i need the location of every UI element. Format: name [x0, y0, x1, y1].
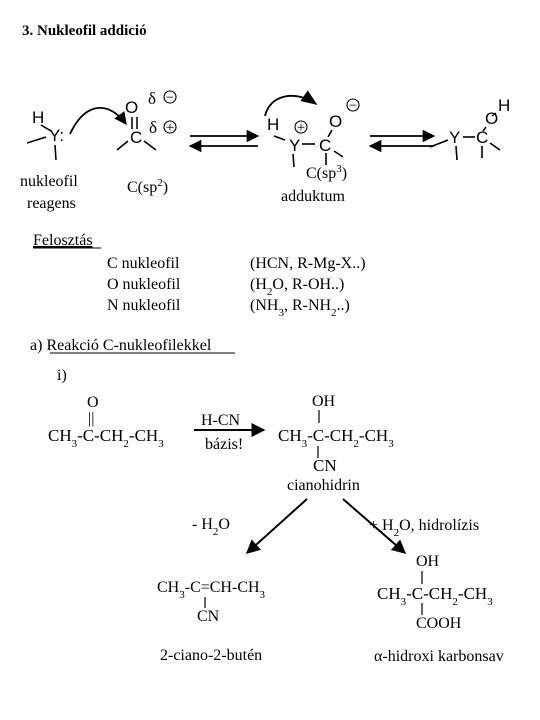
reactant-formula: CH3-C-CH2-CH3	[48, 426, 164, 450]
classification-name: N nukleofil	[107, 297, 181, 314]
dehydration-condition: - H2O	[192, 516, 230, 538]
bond-h-y	[40, 124, 52, 132]
classification-table: C nukleofil (HCN, R-Mg-X..) O nukleofil (H2…	[107, 255, 366, 319]
hydrolysis-arrow	[342, 498, 407, 554]
butene-formula: CH3-C=CH-CH3	[157, 579, 266, 601]
intermediate-minus-sign: −	[349, 98, 357, 114]
intermediate-minus-circle	[346, 98, 360, 112]
hydroxy-acid-name: α-hidroxi karbonsav	[374, 648, 504, 665]
intermediate-bond-y-down	[292, 153, 295, 168]
product-y: Y	[449, 128, 460, 147]
cyanohydrin-name: cianohidrin	[287, 477, 360, 494]
csp2-label: C(sp2)	[127, 177, 168, 196]
hydrolysis-condition: + H2O, hidrolízis	[369, 517, 479, 539]
proton-transfer-arrow	[264, 90, 318, 117]
product-h: H	[498, 96, 510, 115]
carbonyl-bond-right	[143, 140, 157, 151]
delta-plus-symbol: δ	[149, 118, 157, 137]
carbonyl-o: O	[125, 98, 138, 117]
intermediate-plus-circle	[294, 120, 308, 134]
hydroxy-acid-cooh: COOH	[416, 615, 462, 632]
product-bond-c-o	[482, 126, 487, 132]
bond-y-left	[26, 136, 47, 144]
butene-cn: CN	[197, 608, 220, 625]
classification-name: O nukleofil	[107, 276, 181, 293]
cyanohydrin-formula: CH3-C-CH2-CH3	[278, 426, 394, 450]
hydroxy-acid-formula: CH3-C-CH2-CH3	[377, 584, 493, 608]
butene-name: 2-ciano-2-butén	[160, 647, 262, 664]
reagent-label: H-CN	[201, 412, 241, 429]
csp3-label: C(sp3)	[306, 163, 347, 182]
product-bond-o-h	[491, 112, 497, 117]
page-title: 3. Nukleofil addició	[22, 23, 147, 39]
classification-heading: Felosztás	[33, 232, 93, 249]
carbonyl-bond-left	[116, 140, 129, 151]
nucleophile-y: Y:	[49, 126, 64, 145]
adduct-label: adduktum	[281, 188, 346, 205]
plus-charge-circle	[163, 120, 177, 134]
intermediate-h: H	[267, 115, 279, 134]
intermediate-y: Y	[289, 136, 300, 155]
minus-charge-sign: −	[166, 90, 174, 106]
step-label: i)	[57, 367, 67, 384]
nucleophile-h: H	[32, 108, 44, 127]
classification-name: C nukleofil	[107, 255, 180, 272]
intermediate-plus-sign: +	[297, 120, 305, 136]
product-c: C	[476, 128, 488, 147]
intermediate-bond-h-y	[273, 135, 286, 141]
dehydration-arrow	[245, 498, 308, 554]
classification-examples: (NH3, R-NH2..)	[250, 297, 350, 319]
hydroxy-acid-oh: OH	[416, 553, 440, 570]
intermediate-o: O	[329, 112, 342, 131]
nucleophile-label-line2: reagens	[27, 195, 76, 212]
intermediate-bond-c-right	[333, 150, 344, 158]
bond-y-down	[54, 144, 57, 161]
reactant-carbonyl-o: O	[87, 394, 99, 411]
product-bond-c-right	[489, 142, 501, 151]
minus-charge-circle	[163, 90, 177, 104]
reactant-double-bond: ||	[88, 410, 94, 427]
product-o: O	[485, 109, 498, 128]
nucleophile-label-line1: nukleofil	[20, 173, 78, 190]
intermediate-bond-c-o	[327, 129, 333, 138]
classification-examples: (HCN, R-Mg-X..)	[250, 255, 366, 272]
product-bond-left	[429, 139, 449, 148]
plus-charge-sign: +	[166, 120, 174, 136]
intermediate-c: C	[319, 136, 331, 155]
cyanohydrin-oh: OH	[312, 393, 336, 410]
condition-label: bázis!	[205, 436, 243, 453]
section-a-heading: a) Reakció C-nukleofilekkel	[30, 337, 212, 354]
carbonyl-c: C	[130, 128, 142, 147]
delta-minus-symbol: δ	[148, 89, 156, 108]
classification-examples: (H2O, R-OH..)	[250, 276, 344, 298]
cyanohydrin-cn: CN	[313, 456, 337, 475]
product-bond-y-down	[455, 145, 458, 161]
nucleophilic-attack-arrow	[69, 107, 127, 135]
